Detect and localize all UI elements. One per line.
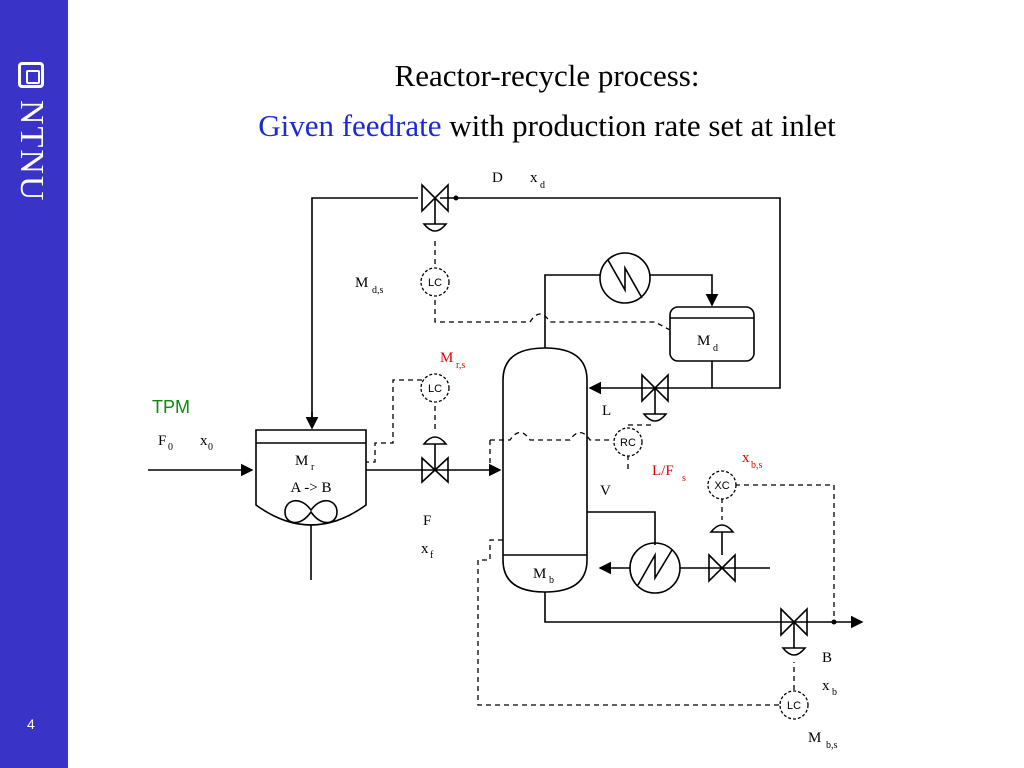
drum-label: M d [697, 333, 718, 354]
svg-text:x: x [742, 450, 750, 466]
setpoint-md-s: M d,s [355, 275, 384, 296]
svg-text:D: D [492, 170, 503, 186]
svg-text:LC: LC [428, 383, 442, 395]
setpoint-mr-s: M r,s [440, 350, 465, 371]
lc-drum-controller: LC [420, 267, 450, 297]
svg-text:b: b [832, 687, 837, 698]
valve-f [421, 436, 449, 484]
valve-d [421, 183, 449, 232]
svg-text:0: 0 [168, 442, 173, 453]
valve-l [641, 373, 669, 422]
svg-text:F: F [158, 433, 166, 449]
svg-text:A -> B: A -> B [291, 480, 332, 496]
svg-text:0: 0 [208, 442, 213, 453]
reactor-outlet-label: F x f [421, 513, 434, 561]
bottoms-line [544, 592, 864, 629]
svg-text:LC: LC [428, 277, 442, 289]
svg-text:M: M [808, 730, 821, 746]
title-rest: with production rate set at inlet [441, 108, 836, 143]
setpoint-mb-s: M b,s [808, 730, 838, 751]
brand-name: NTNU [13, 100, 50, 203]
feed-label: F 0 x 0 [158, 433, 213, 453]
svg-text:x: x [421, 541, 429, 557]
title-line-1: Reactor-recycle process: [394, 58, 700, 93]
svg-text:F: F [423, 513, 431, 529]
title-line-2: Given feedrate with production rate set … [70, 108, 1024, 144]
slide-number: 4 [27, 716, 35, 732]
rc-controller: RC [613, 427, 643, 457]
svg-text:d: d [713, 343, 718, 354]
svg-text:b,s: b,s [751, 460, 763, 471]
svg-text:RC: RC [620, 437, 636, 449]
valve-b [780, 607, 808, 656]
overhead-line [544, 274, 600, 348]
condenser [599, 252, 651, 304]
recycle-line [311, 197, 418, 426]
reactor-label: M r A -> B [291, 453, 332, 496]
ntnu-logo-icon [18, 62, 44, 88]
svg-text:M: M [533, 566, 546, 582]
reflux-label: L [602, 403, 611, 419]
lc-reactor-controller: LC [420, 373, 450, 403]
sidebar: NTNU 4 [0, 0, 68, 768]
bottoms-label: B x b [822, 650, 837, 698]
setpoint-xb-s: x b,s [742, 450, 763, 471]
svg-text:x: x [530, 170, 538, 186]
distillate-label: D x d [492, 170, 545, 191]
svg-text:r: r [311, 462, 315, 473]
svg-text:x: x [822, 678, 830, 694]
svg-text:B: B [822, 650, 832, 666]
boilup-label: V [600, 483, 611, 499]
svg-text:r,s: r,s [456, 360, 465, 371]
tpm-label: TPM [152, 397, 190, 417]
lc-bottom-controller: LC [779, 690, 809, 720]
setpoint-ratio: L/F s [652, 463, 686, 484]
boilup-line [587, 511, 656, 545]
svg-text:f: f [430, 550, 434, 561]
svg-text:M: M [440, 350, 453, 366]
distillation-column [502, 347, 588, 593]
svg-text:s: s [682, 473, 686, 484]
svg-text:M: M [697, 333, 710, 349]
xc-controller: XC [707, 470, 737, 500]
svg-text:x: x [200, 433, 208, 449]
svg-text:M: M [295, 453, 308, 469]
reflux-drum [669, 306, 755, 362]
title-highlight: Given feedrate [258, 108, 442, 143]
reactor-vessel [255, 429, 367, 580]
distillate-line [440, 197, 781, 389]
reboiler [629, 542, 681, 594]
svg-text:b,s: b,s [826, 740, 838, 751]
column-bottom-label: M b [533, 566, 554, 586]
svg-text:M: M [355, 275, 368, 291]
svg-text:b: b [549, 575, 554, 586]
svg-text:d: d [540, 180, 545, 191]
valve-v [708, 524, 736, 583]
svg-text:L/F: L/F [652, 463, 674, 479]
svg-text:d,s: d,s [372, 285, 384, 296]
svg-text:XC: XC [714, 480, 729, 492]
svg-text:LC: LC [787, 700, 801, 712]
